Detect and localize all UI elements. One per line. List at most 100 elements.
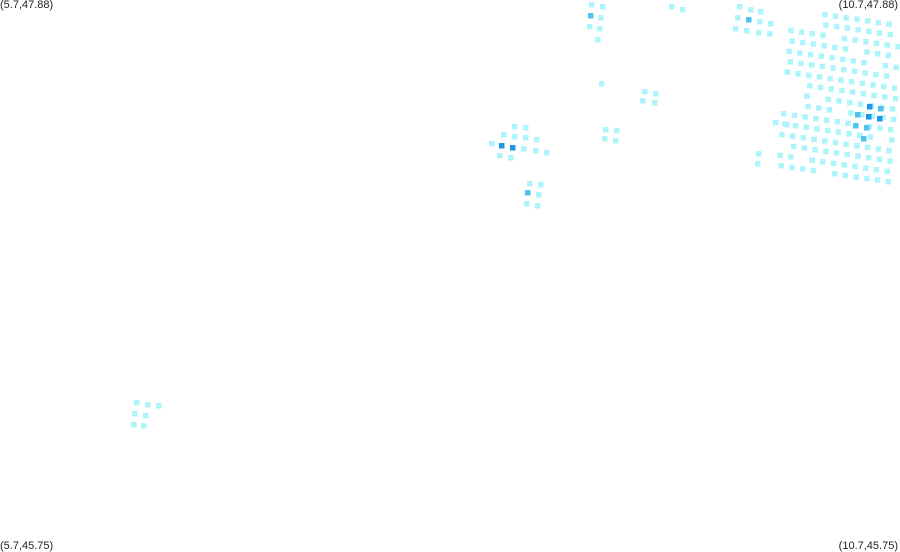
density-cell	[744, 28, 750, 34]
density-cell	[680, 7, 686, 13]
density-cell	[746, 17, 752, 23]
density-cell	[873, 40, 880, 47]
density-cell	[823, 148, 829, 155]
density-cell	[873, 71, 879, 78]
density-cell	[757, 19, 763, 25]
density-cell	[887, 158, 893, 164]
density-cell	[810, 167, 817, 174]
density-cell	[864, 49, 870, 55]
density-cell	[843, 15, 849, 21]
density-cell	[884, 42, 890, 48]
density-cell	[893, 64, 899, 71]
density-cell	[822, 11, 828, 18]
density-cell	[510, 145, 516, 151]
density-cell	[768, 21, 774, 27]
density-cell	[830, 160, 837, 167]
density-cell	[523, 125, 529, 131]
density-cell	[613, 138, 619, 144]
density-cell	[809, 31, 816, 37]
density-cell	[876, 156, 883, 163]
density-cell	[832, 171, 838, 177]
density-cell	[838, 77, 844, 83]
density-cell	[867, 104, 873, 110]
density-cell	[595, 37, 601, 43]
density-cell	[788, 154, 794, 160]
density-cell	[538, 182, 544, 188]
density-cell	[156, 403, 162, 409]
density-cell	[737, 4, 743, 10]
density-cell	[767, 31, 773, 37]
density-cell	[786, 48, 792, 55]
density-cell	[806, 72, 812, 79]
density-cell	[836, 98, 842, 104]
density-cell	[823, 22, 829, 28]
density-cell	[588, 13, 594, 19]
density-cell	[886, 147, 892, 154]
corner-label-bottom-left: (5.7,45.75)	[0, 540, 54, 552]
density-cell	[874, 177, 881, 183]
density-cell	[854, 16, 860, 23]
density-cell	[803, 124, 809, 131]
density-cell	[597, 26, 603, 32]
density-cell	[845, 120, 851, 127]
corner-label-top-right: (10.7,47.88)	[838, 0, 898, 11]
density-cell	[800, 135, 807, 141]
density-cell	[809, 157, 815, 163]
density-cell	[852, 37, 858, 43]
density-cell	[819, 63, 826, 70]
density-cell	[842, 46, 849, 52]
density-cell	[885, 179, 891, 185]
density-cell	[853, 123, 859, 129]
density-cell	[805, 103, 811, 110]
density-cell	[614, 128, 620, 134]
density-cell	[878, 106, 884, 112]
density-cell	[862, 70, 868, 76]
density-cell	[784, 69, 791, 75]
density-cell	[876, 30, 883, 36]
density-cell	[887, 31, 893, 38]
density-cell	[869, 113, 875, 119]
density-cell	[523, 135, 529, 141]
density-cell	[512, 124, 518, 130]
density-cell	[810, 41, 817, 47]
density-cell	[864, 175, 870, 182]
density-cell	[134, 400, 140, 406]
density-cell	[828, 86, 834, 92]
density-cell	[816, 74, 823, 80]
density-cell	[824, 127, 831, 134]
density-cell	[889, 106, 896, 112]
density-cell	[499, 143, 505, 149]
density-cell	[501, 132, 507, 138]
density-cell	[798, 29, 805, 35]
density-cell	[875, 146, 881, 152]
density-cell	[733, 26, 739, 32]
density-cell	[864, 125, 870, 131]
density-cell	[778, 163, 784, 169]
density-cell	[779, 131, 785, 138]
density-cell	[863, 165, 869, 171]
density-cell	[841, 35, 848, 42]
density-cells	[131, 2, 900, 429]
density-cell	[855, 112, 861, 118]
density-cell	[895, 43, 900, 50]
density-cell	[527, 181, 533, 187]
density-cell	[864, 18, 871, 24]
density-cell	[889, 137, 895, 143]
density-cell	[640, 98, 646, 104]
density-cell	[890, 116, 897, 123]
density-cell	[823, 117, 830, 123]
corner-label-top-left: (5.7,47.88)	[0, 0, 54, 11]
density-cell	[603, 127, 609, 133]
density-cell	[870, 82, 876, 88]
density-cell	[827, 75, 833, 82]
density-cell	[524, 201, 530, 207]
density-cell	[841, 162, 848, 168]
density-cell	[755, 161, 761, 167]
corner-label-bottom-right: (10.7,45.75)	[838, 540, 898, 552]
density-cell	[536, 192, 542, 198]
density-cell	[789, 38, 795, 44]
density-cell	[799, 166, 806, 172]
density-cell	[858, 111, 865, 118]
density-cell	[843, 141, 849, 147]
